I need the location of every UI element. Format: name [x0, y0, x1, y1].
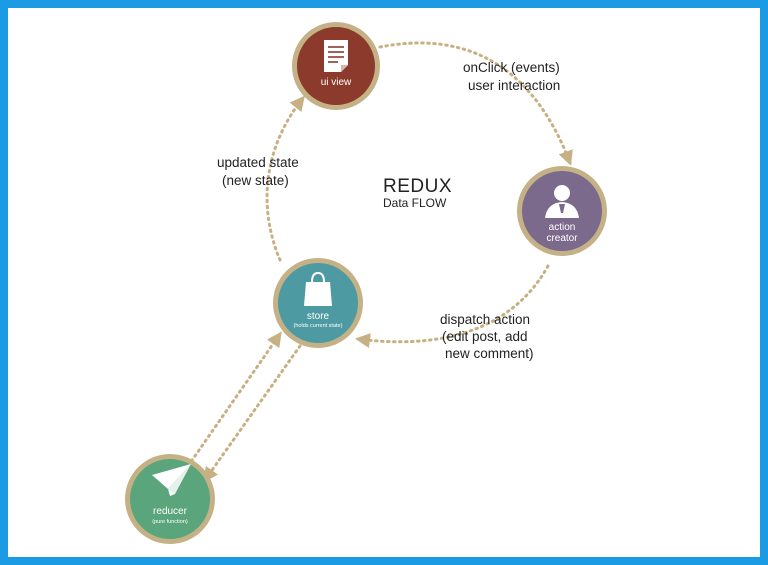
node-label-store: store [307, 311, 330, 322]
edges [186, 41, 573, 483]
edge-label-ui-to-action-line2: user interaction [468, 78, 560, 93]
node-sublabel-store: (holds current state) [294, 323, 343, 329]
node-sublabel-reducer: (pure function) [152, 519, 188, 525]
diagram-subtitle: Data FLOW [383, 196, 447, 210]
node-ui-view: ui view [292, 22, 380, 110]
node-store: store (holds current state) [273, 258, 363, 348]
node-label-action-creator-line1: action [549, 222, 576, 233]
edge-label-ui-to-action-line1: onClick (events) [463, 60, 560, 75]
node-label-action-creator-line2: creator [546, 233, 578, 244]
document-icon [324, 40, 348, 72]
node-label-reducer: reducer [153, 506, 188, 517]
redux-flow-diagram: REDUX Data FLOW onClick (events) user in… [125, 22, 607, 544]
edge-label-action-to-store-line2: (edit post, add [442, 329, 528, 344]
edge-label-action-to-store-line3: new comment) [445, 346, 534, 361]
node-reducer: reducer (pure function) [125, 454, 215, 544]
diagram-canvas: REDUX Data FLOW onClick (events) user in… [8, 8, 760, 557]
edge-label-action-to-store-line1: dispatch action [440, 312, 530, 327]
arrow-action-to-store [355, 264, 550, 348]
edge-label-store-to-ui-line1: updated state [217, 155, 299, 170]
user-icon [545, 185, 579, 218]
paper-plane-icon [152, 464, 191, 496]
edge-label-store-to-ui-line2: (new state) [222, 173, 289, 188]
shopping-bag-icon [304, 271, 332, 306]
arrow-reducer-to-store [186, 331, 282, 468]
diagram-title: REDUX [383, 176, 452, 197]
node-label-ui-view: ui view [321, 77, 352, 88]
node-action-creator: action creator [517, 166, 607, 256]
arrow-ui-to-action [378, 41, 573, 166]
arrow-store-to-reducer [203, 344, 302, 483]
arrow-store-to-ui [265, 95, 305, 262]
